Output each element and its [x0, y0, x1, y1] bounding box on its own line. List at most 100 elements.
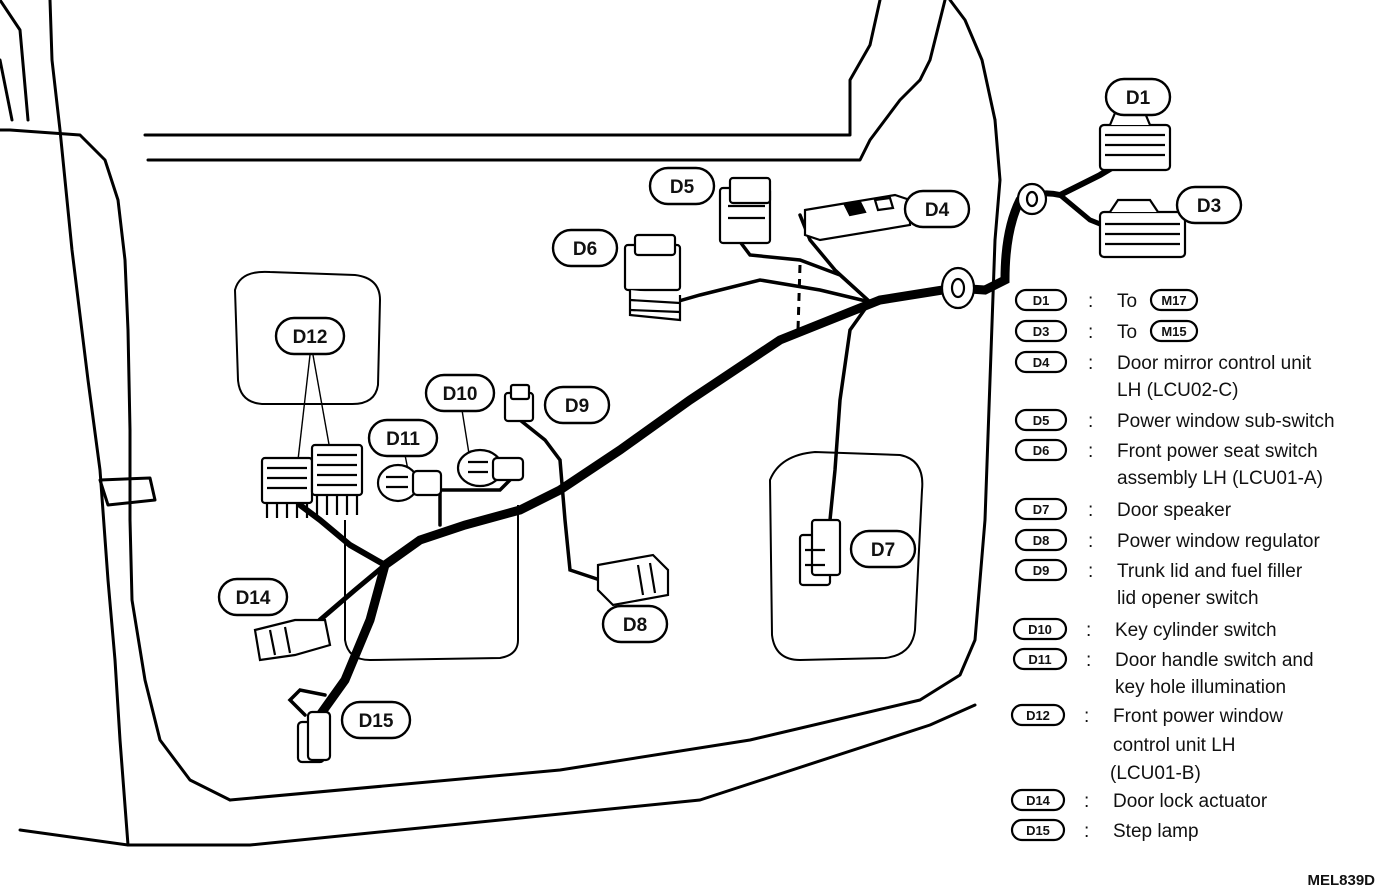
legend-text-d7: Door speaker [1117, 500, 1232, 521]
callout-d6: D6 [551, 228, 619, 268]
callout-d12: D12 [274, 316, 346, 356]
callout-d3-text: D3 [1197, 196, 1221, 217]
legend-code-d6: D6 [1033, 443, 1050, 458]
legend-badge-d3 [1014, 319, 1068, 343]
legend-row-d4: D4 : Door mirror control unit LH (LCU02-… [1014, 350, 1312, 401]
callout-d11: D11 [367, 418, 439, 458]
callout-d10: D10 [424, 373, 496, 413]
callout-d7-text: D7 [871, 540, 895, 561]
lower-cutout [344, 505, 519, 662]
legend-text-d12-2: control unit LH [1113, 735, 1236, 756]
legend-badge-d1 [1014, 288, 1068, 312]
legend-text-d4-1: Door mirror control unit [1117, 353, 1312, 374]
callout-d4: D4 [903, 189, 971, 229]
legend-text-d12-3: (LCU01-B) [1110, 763, 1201, 784]
callout-d1-text: D1 [1126, 88, 1151, 109]
connector-d5 [718, 176, 772, 245]
legend-sep-d7: : [1088, 500, 1093, 521]
legend-row-d8: D8 : Power window regulator [1014, 528, 1320, 552]
legend-code-d12: D12 [1026, 708, 1050, 723]
legend-row-d5: D5 : Power window sub-switch [1014, 408, 1335, 432]
legend-badge-d14 [1010, 788, 1066, 812]
legend-row-d6: D6 : Front power seat switch assembly LH… [1014, 438, 1323, 489]
connectors [253, 111, 1187, 764]
connector-d12a [260, 456, 314, 518]
legend-badge-d5 [1014, 408, 1068, 432]
legend-sep-d4: : [1088, 353, 1093, 374]
legend-text-d12-1: Front power window [1113, 706, 1283, 727]
legend-code-d8: D8 [1033, 533, 1050, 548]
speaker-mount-d7 [768, 450, 924, 662]
legend-sep-d11: : [1086, 650, 1091, 671]
legend-text-d9-1: Trunk lid and fuel filler [1117, 561, 1303, 582]
branch-harness [287, 213, 872, 727]
connector-d8 [596, 553, 670, 607]
legend-sep-d15: : [1084, 821, 1089, 842]
legend-code-d7: D7 [1033, 502, 1050, 517]
callout-d8-text: D8 [623, 615, 647, 636]
legend-code-d9: D9 [1033, 563, 1050, 578]
legend-code-d14: D14 [1026, 793, 1051, 808]
callout-d1: D1 [1104, 77, 1172, 117]
legend-text-d5: Power window sub-switch [1117, 411, 1335, 432]
legend-badge-d12 [1010, 703, 1066, 727]
legend-target-badge-m17 [1149, 288, 1199, 312]
legend-target-m15: M15 [1161, 324, 1186, 339]
connector-d4 [803, 193, 912, 242]
callout-d15: D15 [340, 700, 412, 740]
legend-badge-d8 [1014, 528, 1068, 552]
speaker-recess [233, 270, 382, 406]
callout-d14: D14 [217, 577, 289, 617]
legend-sep-d14: : [1084, 791, 1089, 812]
connector-d14 [253, 618, 332, 662]
callout-d11-text: D11 [386, 429, 420, 450]
connector-d1 [1098, 111, 1172, 172]
connector-d9 [503, 383, 535, 423]
legend-code-d11: D11 [1028, 652, 1051, 667]
door-outline [0, 0, 1002, 847]
legend-badge-d15 [1010, 818, 1066, 842]
legend-badge-d4 [1014, 350, 1068, 374]
connector-d15 [296, 710, 332, 764]
legend-sep-d8: : [1088, 531, 1093, 552]
figure-reference: MEL839D [1307, 872, 1375, 889]
legend-code-d3: D3 [1033, 324, 1050, 339]
legend-sep-d3: : [1088, 322, 1093, 343]
legend-badge-d9 [1014, 558, 1068, 582]
legend-sep-d10: : [1086, 620, 1091, 641]
legend-text-d11-1: Door handle switch and [1115, 650, 1314, 671]
legend-sep-d5: : [1088, 411, 1093, 432]
legend-text-d9-2: lid opener switch [1117, 588, 1259, 609]
callout-d9: D9 [543, 385, 611, 425]
legend-row-d15: D15 : Step lamp [1010, 818, 1199, 842]
legend-text-d6-2: assembly LH (LCU01-A) [1117, 468, 1323, 489]
legend-text-d6-1: Front power seat switch [1117, 441, 1318, 462]
grommet-main [940, 266, 976, 310]
legend-badge-d7 [1014, 497, 1068, 521]
legend-row-d10: D10 : Key cylinder switch [1012, 617, 1277, 641]
callout-d5-text: D5 [670, 177, 695, 198]
legend-row-d3: D3 : To M15 [1014, 319, 1199, 343]
leader-lines [297, 264, 802, 471]
legend-text-d8: Power window regulator [1117, 531, 1320, 552]
connector-d12b [310, 443, 364, 515]
legend-text-d3: To [1117, 322, 1137, 343]
legend-text-d14: Door lock actuator [1113, 791, 1268, 812]
legend-badge-d10 [1012, 617, 1068, 641]
legend-row-d7: D7 : Door speaker [1014, 497, 1232, 521]
callout-d5: D5 [648, 166, 716, 206]
connector-d3 [1098, 198, 1187, 259]
legend-row-d14: D14 : Door lock actuator [1010, 788, 1268, 812]
connector-d6 [623, 233, 682, 322]
callout-labels: D1 D3 D4 D5 D6 D7 D8 D9 [217, 77, 1243, 740]
callout-d12-text: D12 [293, 327, 328, 348]
legend-text-d4-2: LH (LCU02-C) [1117, 380, 1238, 401]
legend-badge-d6 [1014, 438, 1068, 462]
legend-sep-d12: : [1084, 706, 1089, 727]
legend-code-d1: D1 [1033, 293, 1050, 308]
panel-cutouts [233, 270, 924, 662]
callout-d3: D3 [1175, 185, 1243, 225]
legend-code-d5: D5 [1033, 413, 1050, 428]
legend-badge-d11 [1012, 647, 1068, 671]
legend: D1 : To M17 D3 : To M15 D4 : Door mirror… [1010, 288, 1335, 842]
